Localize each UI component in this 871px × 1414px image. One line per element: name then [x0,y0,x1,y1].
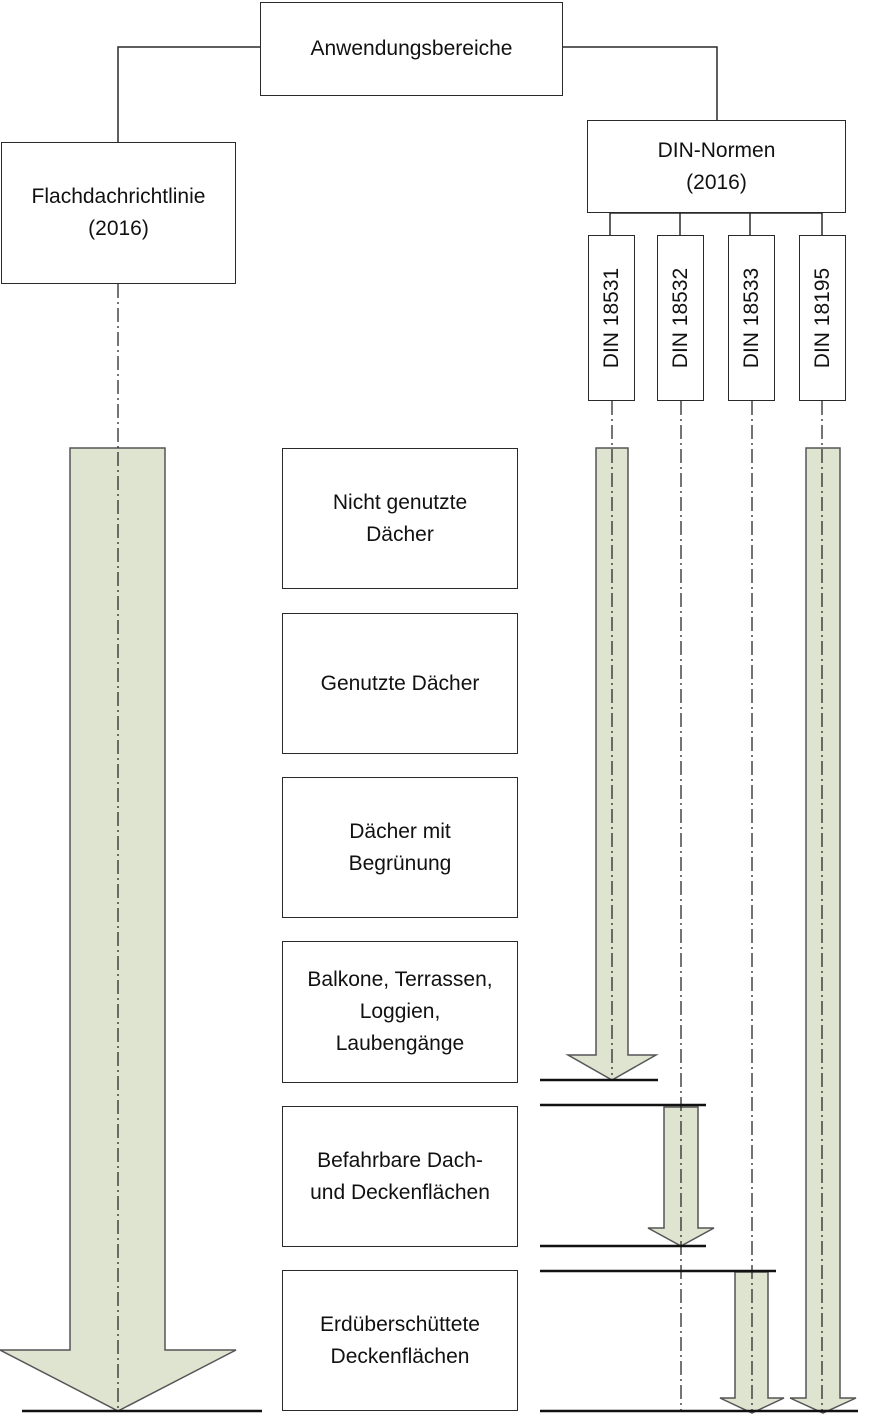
root-label: Anwendungsbereiche [310,37,513,60]
din-18531-node: DIN 18531 [588,235,635,401]
connector-root-right [563,46,718,120]
din-18195-label: DIN 18195 [810,267,834,369]
category-daecher-mit-begruenung: Dächer mit Begrünung [282,777,518,918]
category-genutzte-daecher: Genutzte Dächer [282,613,518,754]
arrow-din-18195 [789,447,857,1414]
din-18195-node: DIN 18195 [799,235,846,401]
din-18532-node: DIN 18532 [657,235,704,401]
connector-root-left [117,46,260,142]
din-18532-label: DIN 18532 [668,267,692,369]
category-balkone-terrassen: Balkone, Terrassen, Loggien, Laubengänge [282,941,518,1083]
category-label: Dächer mit Begrünung [348,819,452,875]
flachdachrichtlinie-label: Flachdachrichtlinie (2016) [31,185,206,240]
category-label: Befahrbare Dach- und Deckenflächen [310,1148,490,1204]
din-normen-node: DIN-Normen (2016) [587,120,846,213]
root-node: Anwendungsbereiche [260,2,563,96]
category-label: Balkone, Terrassen, Loggien, Laubengänge [307,968,493,1055]
flachdachrichtlinie-node: Flachdachrichtlinie (2016) [1,142,236,284]
category-nicht-genutzte-daecher: Nicht genutzte Dächer [282,448,518,589]
din-18533-node: DIN 18533 [728,235,775,401]
din-18533-label: DIN 18533 [739,267,763,369]
category-label: Nicht genutzte Dächer [332,490,468,546]
category-label: Genutzte Dächer [320,671,480,695]
arrow-flachdachrichtlinie [0,447,237,1412]
category-befahrbare-flaechen: Befahrbare Dach- und Deckenflächen [282,1106,518,1247]
din-18531-label: DIN 18531 [599,267,623,369]
din-normen-label: DIN-Normen (2016) [657,138,776,194]
category-label: Erdüberschüttete Deckenflächen [320,1312,480,1368]
category-erdueberschuettete-flaechen: Erdüberschüttete Deckenflächen [282,1270,518,1411]
